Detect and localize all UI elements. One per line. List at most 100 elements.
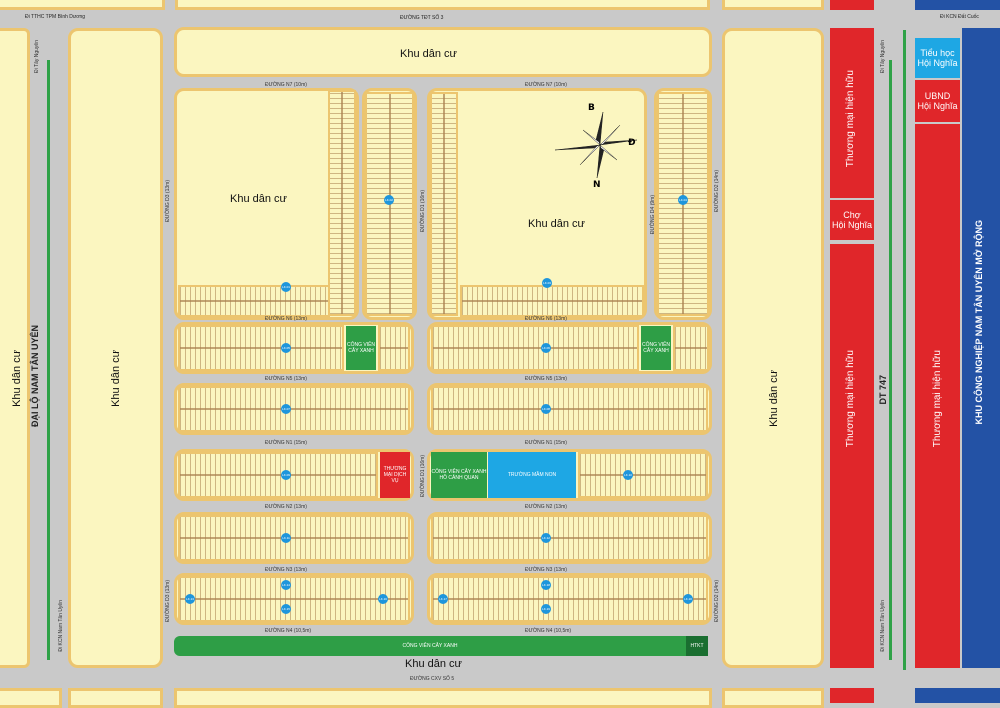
left-residential-label: Khu dân cư bbox=[11, 350, 23, 407]
east-residential-block bbox=[722, 28, 824, 668]
lot-dot-lk08: LK.08 bbox=[541, 404, 551, 414]
d4-lots bbox=[657, 92, 709, 316]
row4-right-lots bbox=[431, 515, 708, 561]
lot-dot-lk04: LK.04 bbox=[678, 195, 688, 205]
lot-dot-lk01: LK.01 bbox=[281, 282, 291, 292]
row1-left-lots-end bbox=[378, 325, 410, 371]
compass-s: N bbox=[593, 180, 601, 190]
compass-e: Đ bbox=[628, 138, 636, 148]
n4-left-label: ĐƯỜNG N4 (10,5m) bbox=[265, 628, 312, 634]
north-residential-strip bbox=[174, 27, 712, 77]
n2-left-label: ĐƯỜNG N2 (13m) bbox=[265, 504, 307, 510]
top-edge-block-mid bbox=[175, 0, 710, 10]
lot-dot-lk13: LK.13 bbox=[185, 594, 195, 604]
compass-n: B bbox=[588, 103, 595, 113]
left-dir-top: Đi Tây Nguyên bbox=[34, 40, 40, 73]
n1-left-label: ĐƯỜNG N1 (15m) bbox=[265, 440, 307, 446]
ubnd-block: UBND Hội Nghĩa bbox=[915, 80, 960, 122]
row1-right-lots bbox=[431, 325, 639, 371]
west-residential-label: Khu dân cư bbox=[110, 350, 122, 407]
industrial-label: KHU CÔNG NGHIỆP NAM TÂN UYÊN MỞ RỘNG bbox=[974, 220, 984, 425]
park-lake: CÔNG VIÊN CÂY XANH HỒ CẢNH QUAN bbox=[431, 452, 487, 498]
n5-right-label: ĐƯỜNG N5 (13m) bbox=[525, 376, 567, 382]
ne-residential-block bbox=[427, 88, 647, 320]
lot-dot-lk17: LK.17 bbox=[438, 594, 448, 604]
row5-left-lots bbox=[178, 576, 410, 622]
n3-left-label: ĐƯỜNG N3 (13m) bbox=[265, 567, 307, 573]
n5-left-label: ĐƯỜNG N5 (13m) bbox=[265, 376, 307, 382]
d3-bottom-label: ĐƯỜNG D3 (13m) bbox=[165, 580, 171, 622]
lot-dot-lk07: LK.07 bbox=[281, 404, 291, 414]
east-residential-label: Khu dân cư bbox=[768, 370, 780, 427]
d4-road-label: ĐƯỜNG D4 (9m) bbox=[650, 195, 656, 235]
north-residential-label: Khu dân cư bbox=[400, 48, 457, 60]
lot-dot-lk03: LK.03 bbox=[542, 278, 552, 288]
d2-bottom-label: ĐƯỜNG D2 (14m) bbox=[714, 580, 720, 622]
trade-top bbox=[830, 28, 874, 198]
left-residential-strip bbox=[0, 28, 30, 668]
right-dir-top: Đi Tây Nguyên bbox=[880, 40, 886, 73]
west-residential-block bbox=[68, 28, 163, 668]
lot-dot-lk14: LK.14 bbox=[281, 580, 291, 590]
trade-far-right bbox=[915, 124, 960, 668]
lot-dot-lk05: LK.05 bbox=[281, 343, 291, 353]
bottom-edge-blue bbox=[915, 688, 1000, 703]
row2-right-lots bbox=[431, 386, 708, 432]
row1-right-lots-end bbox=[673, 325, 709, 371]
lot-dot-lk11: LK.11 bbox=[281, 533, 291, 543]
top-edge-block-left bbox=[0, 0, 165, 10]
lot-dot-lk02: LK.02 bbox=[384, 195, 394, 205]
kindergarten: TRƯỜNG MẦM NON bbox=[488, 452, 576, 498]
lot-dot-lk19: LK.19 bbox=[541, 604, 551, 614]
row4-left-lots bbox=[178, 515, 410, 561]
top-edge-trade bbox=[830, 0, 874, 10]
nw-lots-vertical bbox=[328, 90, 356, 316]
left-dir-bottom: Đi KCN Nam Tân Uyên bbox=[58, 600, 64, 652]
lot-dot-lk12: LK.12 bbox=[541, 533, 551, 543]
httt-block: HTKT bbox=[686, 636, 708, 656]
n7-left-label: ĐƯỜNG N7 (10m) bbox=[265, 82, 307, 88]
d3-road-label: ĐƯỜNG D3 (13m) bbox=[165, 180, 171, 222]
n3-right-label: ĐƯỜNG N3 (13m) bbox=[525, 567, 567, 573]
d2-top-label: ĐƯỜNG D2 (14m) bbox=[714, 170, 720, 212]
right-dir-bottom: Đi KCN Nam Tân Uyên bbox=[880, 600, 886, 652]
compass-rose-icon: B N Đ T bbox=[554, 103, 638, 190]
market-block: Chợ Hội Nghĩa bbox=[830, 200, 874, 240]
ne-residential-label: Khu dân cư bbox=[528, 218, 585, 230]
lot-dot-lk06: LK.06 bbox=[541, 343, 551, 353]
n6-right-label: ĐƯỜNG N6 (13m) bbox=[525, 316, 567, 322]
lot-dot-lk18: LK.18 bbox=[541, 580, 551, 590]
row5-right-lots bbox=[431, 576, 708, 622]
park-row1-left: CÔNG VIÊN CÂY XANH bbox=[346, 326, 376, 370]
row1-left-lots bbox=[178, 325, 344, 371]
lot-dot-lk10: LK.10 bbox=[623, 470, 633, 480]
right-green-strip-b bbox=[903, 30, 906, 670]
commerce-service-block: THƯƠNG MẠI DỊCH VỤ bbox=[380, 452, 410, 498]
n2-right-label: ĐƯỜNG N2 (13m) bbox=[525, 504, 567, 510]
top-edge-blue bbox=[915, 0, 1000, 10]
lot-dot-lk09: LK.09 bbox=[281, 470, 291, 480]
bottom-edge-a bbox=[68, 688, 163, 708]
ne-lots-vertical bbox=[430, 92, 458, 316]
industrial-zone bbox=[962, 28, 1000, 668]
row3-right-lots bbox=[578, 452, 708, 498]
top-edge-block-right bbox=[722, 0, 824, 10]
dt747-label: DT 747 bbox=[878, 375, 888, 405]
trade-far-right-label: Thương mại hiện hữu bbox=[932, 350, 943, 448]
n6-left-label: ĐƯỜNG N6 (13m) bbox=[265, 316, 307, 322]
lot-dot-lk15: LK.15 bbox=[281, 604, 291, 614]
nw-residential-label: Khu dân cư bbox=[230, 193, 287, 205]
row2-left-lots bbox=[178, 386, 410, 432]
top-left-direction: Đi TTHC TPM Bình Dương bbox=[25, 14, 86, 20]
dai-lo-label: ĐẠI LỘ NAM TÂN UYÊN bbox=[30, 325, 40, 427]
n1-right-label: ĐƯỜNG N1 (15m) bbox=[525, 440, 567, 446]
trade-bottom bbox=[830, 244, 874, 668]
right-green-strip-a bbox=[889, 60, 892, 660]
lot-dot-lk20: LK.20 bbox=[683, 594, 693, 604]
bottom-edge-left bbox=[0, 688, 62, 708]
ne-lots-bottom bbox=[460, 285, 644, 317]
n4-right-label: ĐƯỜNG N4 (10,5m) bbox=[525, 628, 572, 634]
bottom-road-label: ĐƯỜNG CXV SỐ 5 bbox=[410, 676, 455, 682]
n7-right-label: ĐƯỜNG N7 (10m) bbox=[525, 82, 567, 88]
primary-school-block: Tiểu học Hội Nghĩa bbox=[915, 38, 960, 78]
